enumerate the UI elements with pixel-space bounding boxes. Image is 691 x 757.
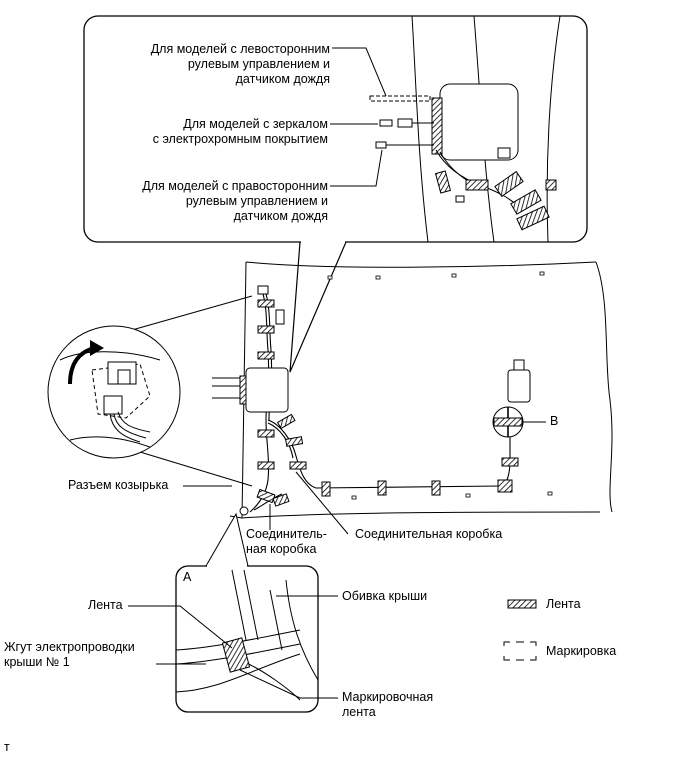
tape-clamps bbox=[256, 285, 519, 507]
label-junction-box-right: Соединительная коробка bbox=[355, 527, 503, 541]
top-callout bbox=[83, 15, 588, 373]
label-junction-box-left: Соединитель- ная коробка bbox=[246, 527, 327, 556]
visor-callout bbox=[47, 295, 253, 487]
detail-a-box bbox=[128, 506, 338, 713]
legend-marking-label: Маркировка bbox=[546, 644, 617, 658]
label-detail-a-tag: A bbox=[183, 570, 192, 584]
mirror-bracket bbox=[212, 367, 289, 413]
label-electrochromic: Для моделей с зеркалом с электрохромным … bbox=[152, 117, 328, 146]
legend-tape-swatch bbox=[507, 599, 537, 609]
label-roof-lining: Обивка крыши bbox=[342, 589, 428, 603]
dome-light bbox=[507, 359, 531, 403]
label-marking-tape: Маркировочная лента bbox=[342, 690, 434, 719]
legend-tape-label: Лента bbox=[546, 597, 581, 611]
label-detail-tape: Лента bbox=[88, 598, 123, 612]
legend bbox=[503, 599, 537, 661]
label-left-hand-rain: Для моделей с левосторонним рулевым упра… bbox=[150, 42, 330, 86]
label-right-hand-rain: Для моделей с правосторонним рулевым упр… bbox=[142, 179, 328, 223]
corner-mark: т bbox=[4, 740, 10, 754]
main-leaders bbox=[183, 471, 349, 535]
label-roof-harness: Жгут электропроводки крыши № 1 bbox=[4, 640, 135, 669]
label-visor-connector: Разъем козырька bbox=[68, 478, 169, 492]
detail-b-marker bbox=[492, 406, 546, 438]
legend-marking-swatch bbox=[503, 641, 537, 661]
label-point-b: B bbox=[550, 414, 559, 428]
